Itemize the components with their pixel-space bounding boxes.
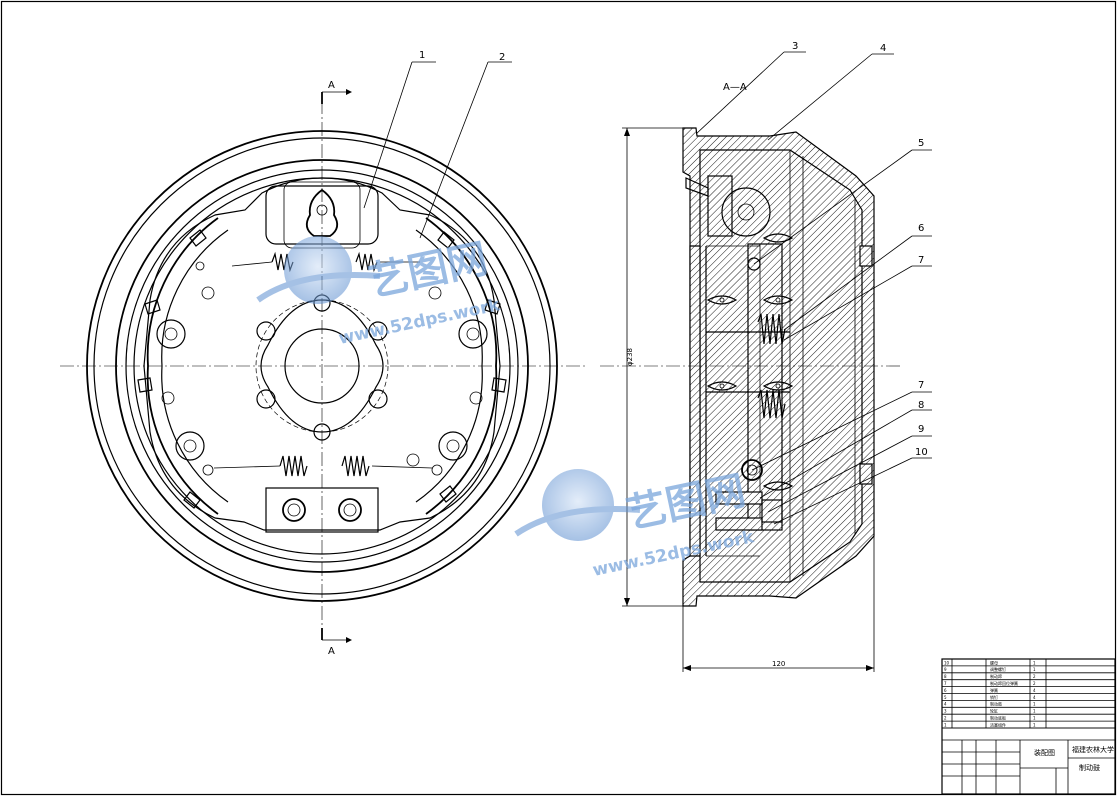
parts-row-no: 4 <box>944 702 947 707</box>
parts-row-qty: 1 <box>1033 709 1036 714</box>
balloon-labels: 1 2 3 4 5 6 7 7 8 9 10 <box>419 41 928 458</box>
parts-row-name: 制动蹄回位弹簧 <box>990 680 1018 686</box>
front-view: A A <box>60 80 588 657</box>
parts-row-qty: 1 <box>1033 702 1036 707</box>
parts-row-qty: 1 <box>1033 667 1036 672</box>
parts-row-name: 调整螺钉 <box>990 666 1006 672</box>
leaders <box>363 51 932 525</box>
parts-row-name: 制动鼓 <box>990 701 1002 707</box>
parts-row-no: 9 <box>944 667 947 672</box>
parts-row-qty: 2 <box>1033 681 1036 686</box>
parts-row-no: 8 <box>944 674 947 679</box>
parts-row-name: 制动蹄 <box>990 673 1002 679</box>
balloon-1: 1 <box>419 50 425 61</box>
balloon-4: 4 <box>880 43 886 54</box>
parts-row-name: 销钉 <box>990 694 998 700</box>
parts-row-name: 弹簧 <box>990 687 998 693</box>
parts-row-no: 5 <box>944 695 947 700</box>
balloon-7b: 7 <box>918 380 924 391</box>
balloon-5: 5 <box>918 138 924 149</box>
parts-row-qty: 4 <box>1033 688 1036 693</box>
section-a-bottom-label: A <box>328 646 335 657</box>
parts-row-name: 轮缸 <box>990 708 998 714</box>
parts-row-name: 制动底板 <box>990 715 1006 721</box>
parts-row-qty: 1 <box>1033 716 1036 721</box>
school-name: 福建农林大学 <box>1072 745 1114 754</box>
parts-row-qty: 4 <box>1033 695 1036 700</box>
balloon-2: 2 <box>499 52 505 63</box>
parts-row-qty: 1 <box>1033 660 1036 665</box>
balloon-3: 3 <box>792 41 798 52</box>
width-dimension: 120 <box>772 660 785 668</box>
parts-row-no: 10 <box>944 660 950 665</box>
drawing-name: 装配图 <box>1034 748 1055 757</box>
balloon-8: 8 <box>918 400 924 411</box>
parts-row-no: 1 <box>944 722 947 727</box>
title-block: 10 螺母 1 9 调整螺钉 1 8 制动蹄 2 7 制动蹄回位弹簧 2 6 弹簧 4 5 销钉 4 4 制动鼓 1 3 轮… <box>941 658 1116 795</box>
section-view: A—A <box>600 82 900 672</box>
section-a-top-label: A <box>328 80 335 91</box>
parts-row-no: 2 <box>944 716 947 721</box>
watermark: 艺图网 www.52dps.work 艺图网 www.52dps.work <box>256 236 756 581</box>
part-title: 制动鼓 <box>1079 763 1100 772</box>
section-view-title: A—A <box>723 82 747 93</box>
watermark-brand-1: 艺图网 <box>365 236 492 306</box>
parts-row-qty: 1 <box>1033 722 1036 727</box>
parts-row-no: 6 <box>944 688 947 693</box>
parts-row-qty: 2 <box>1033 674 1036 679</box>
balloon-10: 10 <box>915 447 928 458</box>
balloon-9: 9 <box>918 424 924 435</box>
balloon-6: 6 <box>918 223 924 234</box>
balloon-7a: 7 <box>918 255 924 266</box>
parts-row-name: 螺母 <box>990 659 998 665</box>
parts-row-name: 活塞组件 <box>990 721 1006 727</box>
watermark-globe-icon <box>256 236 641 541</box>
parts-row-no: 7 <box>944 681 947 686</box>
parts-row-no: 3 <box>944 709 947 714</box>
diameter-dimension: φ238 <box>626 348 634 366</box>
